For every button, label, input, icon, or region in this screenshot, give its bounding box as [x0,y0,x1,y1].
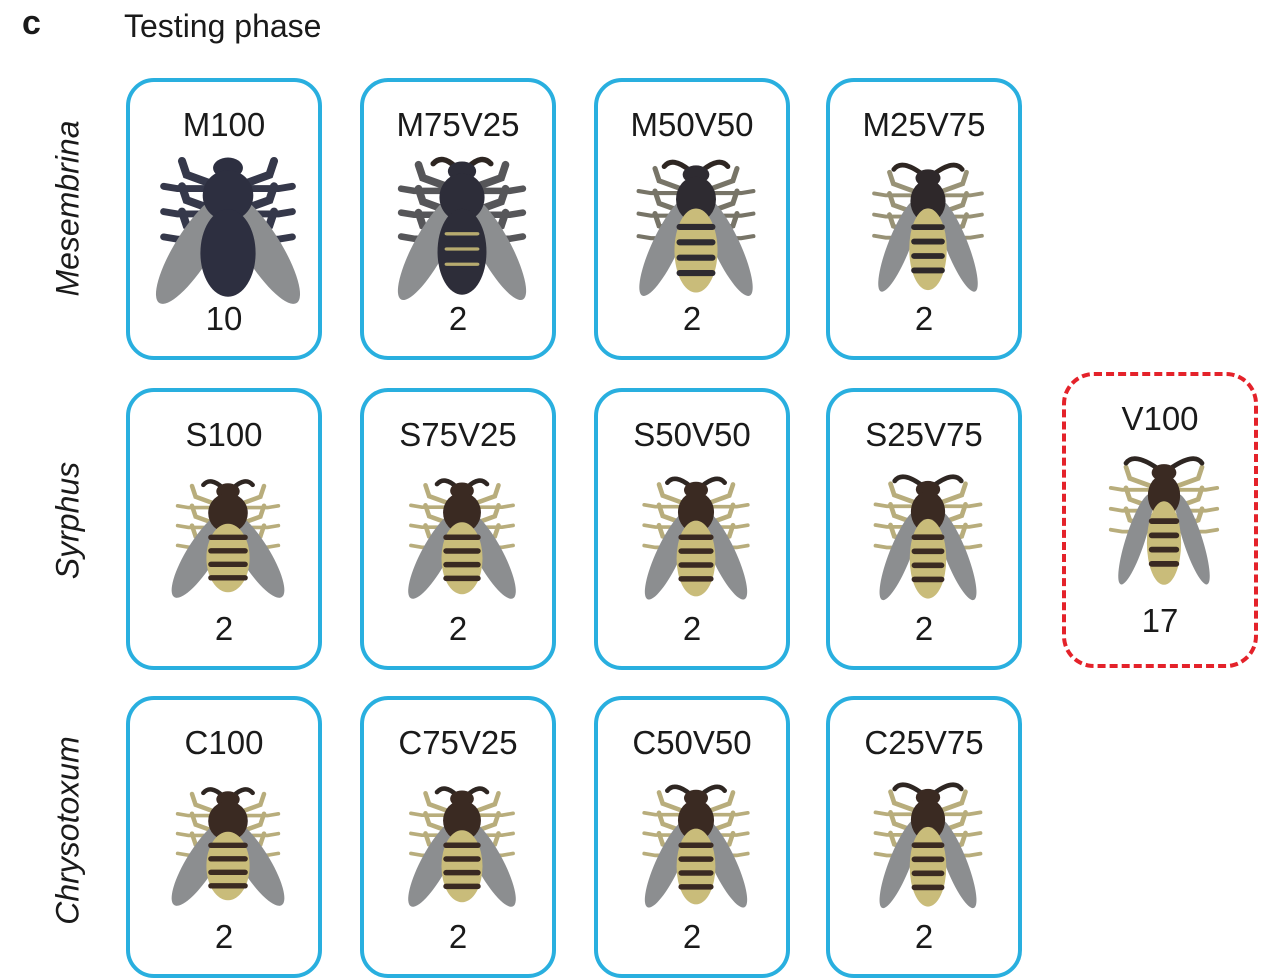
card-c75v25: C75V25 2 [360,696,556,978]
card-m100: M100 10 [126,78,322,360]
card-count: 2 [914,918,934,955]
card-name: V100 [1121,400,1199,437]
hybrid-fly-icon [873,474,983,601]
hybrid-fly-icon [873,782,983,909]
hybrid-fly-icon [397,156,527,301]
card-m50v50: M50V50 2 [594,78,790,360]
card-name: M50V50 [630,106,754,143]
card-count: 2 [682,918,702,955]
card-name: C25V75 [864,724,984,761]
card-c25v75: C25V75 2 [826,696,1022,978]
card-count: 10 [205,300,243,337]
card-v100: V100 17 [1062,372,1258,668]
syrphus-fly-icon [171,479,285,598]
card-name: C100 [184,724,264,761]
card-count: 2 [214,918,234,955]
card-name: M75V25 [396,106,520,143]
card-m75v25: M75V25 2 [360,78,556,360]
card-m25v75: M25V75 2 [826,78,1022,360]
row-label-mesembrina: Mesembrina [49,120,86,297]
card-s100: S100 2 [126,388,322,670]
row-label-chrysotoxum: Chrysotoxum [49,736,86,925]
chrysotoxum-fly-icon [171,787,285,906]
card-name: C50V50 [632,724,752,761]
card-c50v50: C50V50 2 [594,696,790,978]
hybrid-fly-icon [408,786,516,907]
card-count: 2 [214,610,234,647]
card-count: 2 [682,610,702,647]
card-name: S50V50 [633,416,751,453]
hybrid-fly-icon [642,476,750,600]
wasp-icon [1108,456,1220,585]
card-name: C75V25 [398,724,518,761]
card-name: M25V75 [862,106,986,143]
hybrid-fly-icon [642,784,750,908]
card-count: 2 [682,300,702,337]
card-name: S100 [185,416,263,453]
phase-title: Testing phase [124,8,322,44]
card-count: 2 [448,610,468,647]
card-count: 17 [1141,602,1179,639]
hybrid-fly-icon [636,159,756,296]
card-c100: C100 2 [126,696,322,978]
card-s25v75: S25V75 2 [826,388,1022,670]
panel-letter: c [22,4,41,42]
card-s50v50: S50V50 2 [594,388,790,670]
card-count: 2 [448,918,468,955]
hybrid-fly-icon [872,162,984,292]
mesembrina-fly-icon [155,156,301,304]
card-count: 2 [448,300,468,337]
card-s75v25: S75V25 2 [360,388,556,670]
card-name: S25V75 [865,416,983,453]
card-count: 2 [914,610,934,647]
row-label-syrphus: Syrphus [49,461,86,580]
card-count: 2 [914,300,934,337]
card-name: S75V25 [399,416,517,453]
card-name: M100 [182,106,266,143]
hybrid-fly-icon [408,478,516,599]
